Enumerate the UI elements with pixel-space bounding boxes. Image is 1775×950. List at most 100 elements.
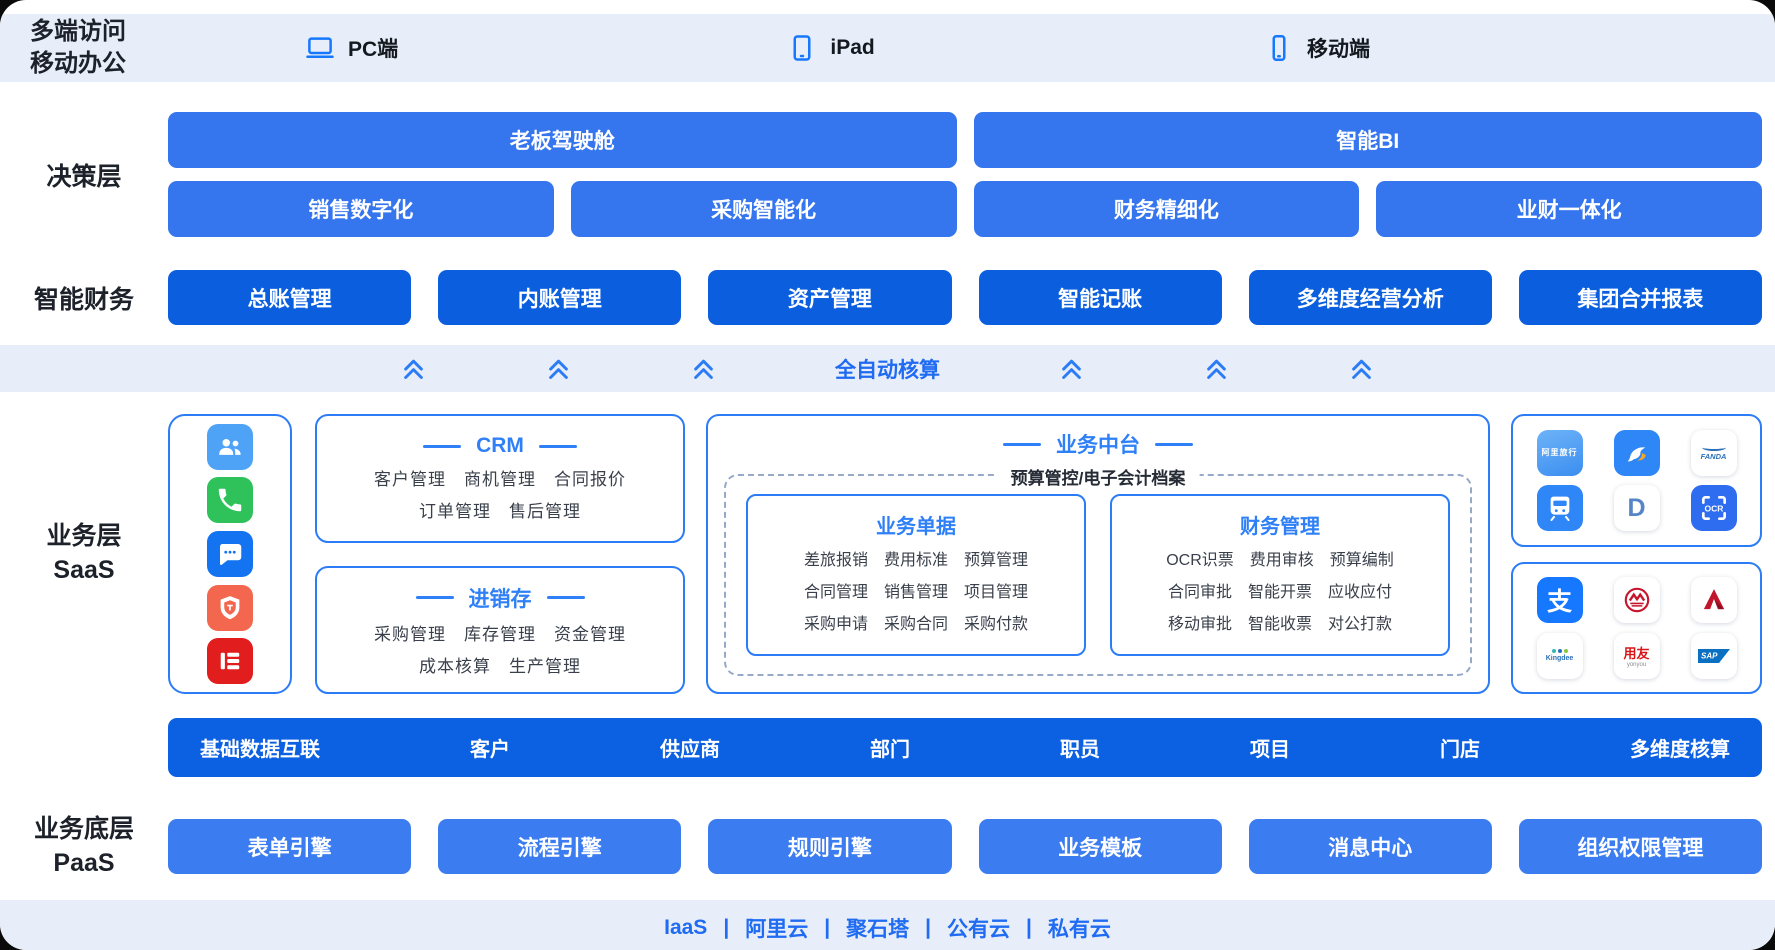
docs-row-1: 差旅报销 费用标准 预算管理 xyxy=(803,551,1028,569)
general-ledger-button[interactable]: 总账管理 xyxy=(168,270,412,325)
contacts-app-icon xyxy=(207,423,253,470)
budget-control-dashed-box: 预算管控/电子会计档案 业务单据 差旅报销 费用标准 预算管理 合同管理 销售管… xyxy=(724,464,1472,676)
title-dash xyxy=(415,596,454,600)
paas-label-line1: 业务底层 xyxy=(33,815,134,843)
app-icon-column xyxy=(168,414,292,694)
title-dash xyxy=(538,444,577,448)
business-documents-title: 业务单据 xyxy=(876,515,956,538)
iaas-divider: | xyxy=(1025,916,1032,939)
boss-cockpit-button[interactable]: 老板驾驶舱 xyxy=(168,112,957,168)
org-permission-button[interactable]: 组织权限管理 xyxy=(1518,819,1763,875)
form-engine-button[interactable]: 表单引擎 xyxy=(168,819,412,875)
paas-label-line2: PaaS xyxy=(53,848,115,877)
cmb-bank-logo xyxy=(1613,577,1660,623)
laptop-icon xyxy=(306,37,334,58)
title-dash xyxy=(423,444,462,448)
phone-app-icon xyxy=(207,477,253,524)
alipay-logo: 支 xyxy=(1536,577,1583,623)
band-item-base-data: 基础数据互联 xyxy=(200,739,320,761)
chevron-up-double-icon xyxy=(404,359,423,379)
kingdee-logo: Kingdee xyxy=(1536,632,1583,679)
tasks-app-icon xyxy=(207,638,253,685)
title-dash xyxy=(1155,442,1193,446)
saas-content: CRM 客户管理 商机管理 合同报价 订单管理 售后管理 进销存 采购管理 库存… xyxy=(168,414,1762,694)
inventory-box: 进销存 采购管理 库存管理 资金管理 成本核算 生产管理 xyxy=(315,565,685,694)
internal-accounts-button[interactable]: 内账管理 xyxy=(438,270,682,325)
finance-refinement-button[interactable]: 财务精细化 xyxy=(973,181,1360,237)
iaas-item: IaaS xyxy=(664,916,708,939)
smart-finance-buttons: 总账管理 内账管理 资产管理 智能记账 多维度经营分析 集团合并报表 xyxy=(168,270,1763,325)
ocr-logo: OCR xyxy=(1690,485,1737,531)
fanda-logo: FANDA xyxy=(1690,429,1737,476)
access-label-line2: 移动办公 xyxy=(30,50,126,77)
access-label-line1: 多端访问 xyxy=(30,17,126,45)
iaas-band: IaaS | 阿里云 | 聚石塔 | 公有云 | 私有云 xyxy=(0,899,1775,950)
band-item-staff: 职员 xyxy=(1060,739,1100,761)
financial-management-title: 财务管理 xyxy=(1240,515,1320,538)
shield-app-icon xyxy=(207,584,253,631)
iaas-item: 阿里云 xyxy=(745,918,809,941)
band-item-supplier: 供应商 xyxy=(660,739,720,761)
middle-platform-title: 业务中台 xyxy=(1003,429,1193,459)
travel-apps-box: 阿里旅行 FANDA D OCR xyxy=(1511,414,1762,547)
rule-engine-button[interactable]: 规则引擎 xyxy=(708,819,952,875)
workflow-engine-button[interactable]: 流程引擎 xyxy=(438,819,682,875)
procurement-intelligence-button[interactable]: 采购智能化 xyxy=(570,181,957,237)
inventory-row-1: 采购管理 库存管理 资金管理 xyxy=(374,624,626,644)
saas-layer-label: 业务层 SaaS xyxy=(0,520,168,588)
asset-management-button[interactable]: 资产管理 xyxy=(708,270,952,325)
iaas-divider: | xyxy=(824,916,831,939)
financial-management-box: 财务管理 OCR识票 费用审核 预算编制 合同审批 智能开票 应收应付 移动审批… xyxy=(1110,494,1450,656)
bank-a-logo xyxy=(1690,577,1737,623)
train-12306-logo xyxy=(1536,485,1583,531)
auto-accounting-band: 全自动核算 xyxy=(0,345,1775,392)
budget-control-label: 预算管控/电子会计档案 xyxy=(996,464,1200,489)
inventory-row-2: 成本核算 生产管理 xyxy=(419,656,581,676)
sales-digitalization-button[interactable]: 销售数字化 xyxy=(168,181,554,237)
group-consolidated-report-button[interactable]: 集团合并报表 xyxy=(1518,270,1763,325)
alitrip-logo: 阿里旅行 xyxy=(1536,429,1583,476)
svg-text:OCR: OCR xyxy=(1704,503,1723,513)
crm-row-1: 客户管理 商机管理 合同报价 xyxy=(374,470,626,490)
crm-title: CRM xyxy=(423,434,577,458)
multidimensional-analysis-button[interactable]: 多维度经营分析 xyxy=(1248,270,1492,325)
phone-icon xyxy=(1272,34,1286,61)
device-pc-label: PC端 xyxy=(348,38,399,61)
decision-layer: 决策层 老板驾驶舱 智能BI 销售数字化 采购智能化 财务精细化 业财一体化 xyxy=(0,112,1775,237)
device-pc: PC端 xyxy=(305,33,398,63)
docs-row-3: 采购申请 采购合同 采购付款 xyxy=(803,615,1028,633)
business-template-button[interactable]: 业务模板 xyxy=(978,819,1222,875)
device-mobile-label: 移动端 xyxy=(1306,38,1370,61)
smart-finance-layer: 智能财务 总账管理 内账管理 资产管理 智能记账 多维度经营分析 集团合并报表 xyxy=(0,270,1775,325)
ctrip-logo xyxy=(1613,429,1660,476)
device-ipad: iPad xyxy=(787,33,875,63)
access-bar-label: 多端访问 移动办公 xyxy=(0,16,230,81)
title-dash xyxy=(546,596,585,600)
didi-logo: D xyxy=(1613,485,1660,531)
chevron-up-double-icon xyxy=(1352,359,1371,379)
iaas-divider: | xyxy=(723,916,730,939)
finance-apps-box: 支 Kingdee 用友 yonyou xyxy=(1511,561,1762,694)
smart-bookkeeping-button[interactable]: 智能记账 xyxy=(978,270,1222,325)
message-center-button[interactable]: 消息中心 xyxy=(1248,819,1492,875)
saas-label-line1: 业务层 xyxy=(46,522,122,551)
chevron-up-double-icon xyxy=(694,359,713,379)
crm-box: CRM 客户管理 商机管理 合同报价 订单管理 售后管理 xyxy=(315,414,685,543)
crm-stack: CRM 客户管理 商机管理 合同报价 订单管理 售后管理 进销存 采购管理 库存… xyxy=(315,414,685,694)
chevron-up-double-icon xyxy=(1062,359,1081,379)
iaas-item: 公有云 xyxy=(946,918,1010,941)
chat-app-icon xyxy=(207,530,253,577)
iaas-item: 私有云 xyxy=(1047,918,1111,941)
smart-bi-button[interactable]: 智能BI xyxy=(973,112,1762,168)
fin-row-3: 移动审批 智能收票 对公打款 xyxy=(1167,615,1392,633)
fin-row-2: 合同审批 智能开票 应收应付 xyxy=(1167,583,1392,601)
band-item-project: 项目 xyxy=(1250,739,1290,761)
business-finance-integration-button[interactable]: 业财一体化 xyxy=(1376,181,1762,237)
svg-text:SAP: SAP xyxy=(1701,651,1718,660)
band-item-store: 门店 xyxy=(1440,739,1480,761)
band-item-department: 部门 xyxy=(870,739,910,761)
yonyou-logo: 用友 yonyou xyxy=(1613,632,1660,679)
decision-buttons: 老板驾驶舱 智能BI 销售数字化 采购智能化 财务精细化 业财一体化 xyxy=(168,112,1762,237)
docs-row-2: 合同管理 销售管理 项目管理 xyxy=(803,583,1028,601)
